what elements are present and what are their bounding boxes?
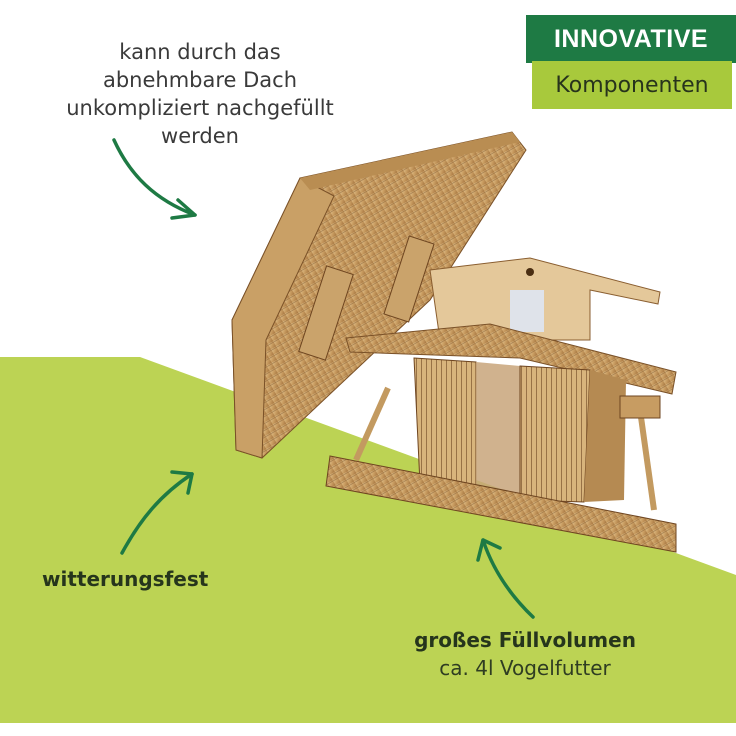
feeder-back-house (429, 257, 661, 341)
badge-title: INNOVATIVE (526, 15, 736, 63)
caption-line: unkompliziert nachgefüllt (66, 96, 334, 120)
badge-subtitle: Komponenten (532, 61, 732, 109)
front-roof (345, 323, 677, 395)
removable-roof (231, 131, 527, 459)
feeder-base-tray (325, 455, 677, 553)
caption-volume-title: großes Füllvolumen (414, 628, 636, 652)
feeder-front-house (353, 357, 661, 511)
caption-removable-roof: kann durch das abnehmbare Dach unkompliz… (30, 38, 370, 150)
caption-weatherproof: witterungsfest (42, 567, 209, 591)
caption-line: abnehmbare Dach (102, 68, 298, 92)
caption-line: werden (161, 124, 239, 148)
caption-fill-volume: großes Füllvolumen ca. 4l Vogelfutter (390, 626, 660, 682)
caption-volume-subtitle: ca. 4l Vogelfutter (439, 656, 611, 680)
caption-line: kann durch das (119, 40, 281, 64)
